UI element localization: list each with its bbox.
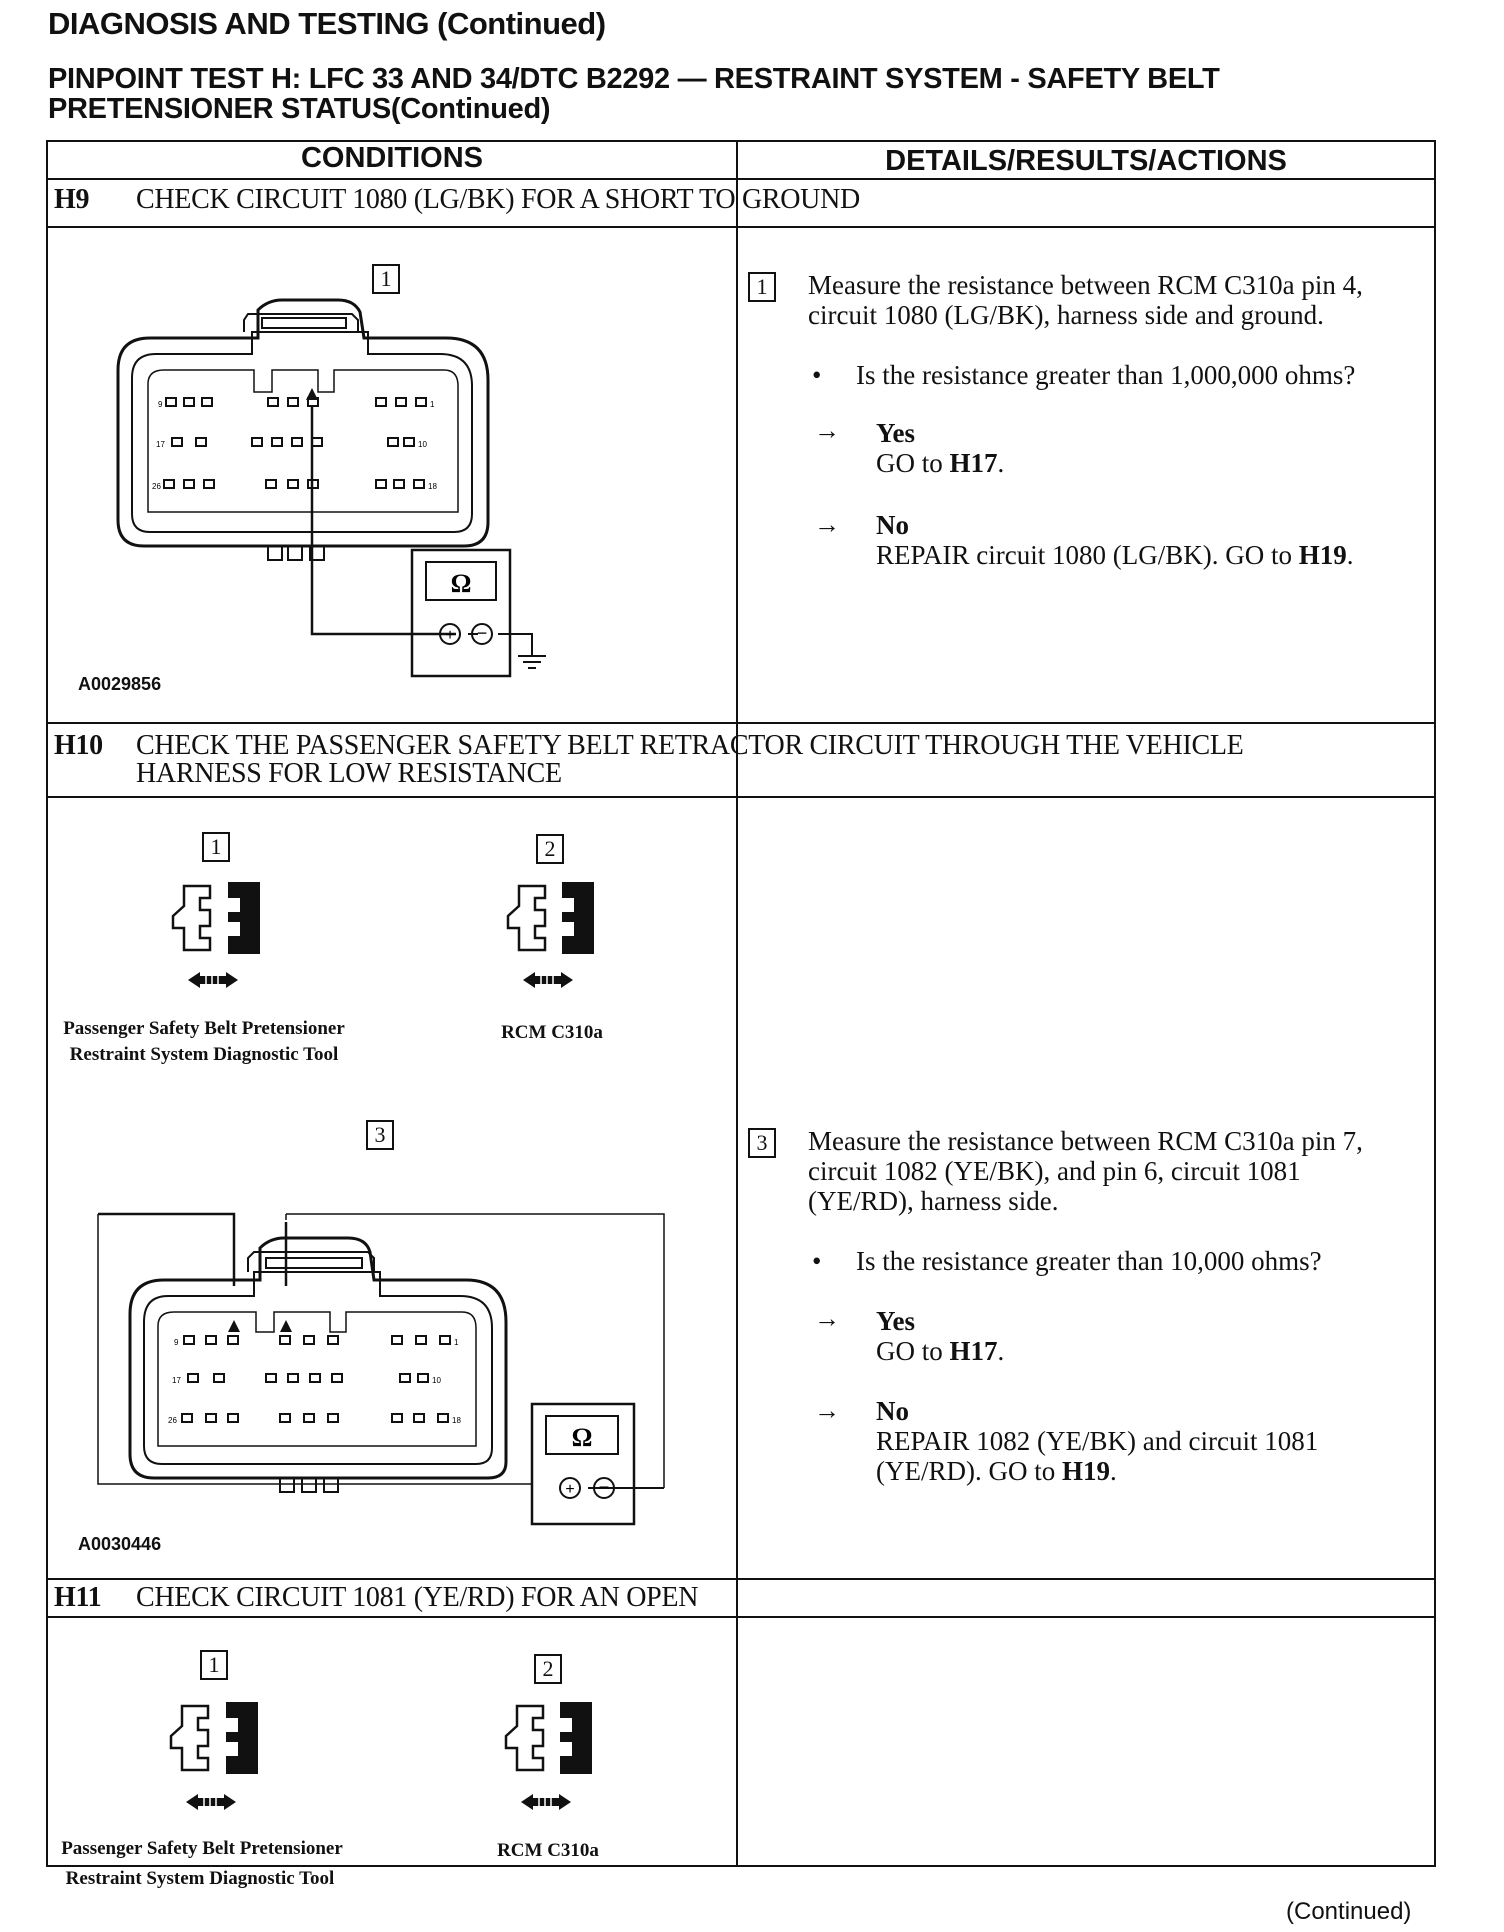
yes-target-step: H17 bbox=[949, 448, 998, 478]
caption-h11-tool: Passenger Safety Belt Pretensioner bbox=[61, 1838, 343, 1859]
connector-disconnect-diagrams-h10 bbox=[171, 882, 594, 988]
svg-text:+: + bbox=[445, 627, 454, 644]
step-id-h9: H9 bbox=[54, 184, 90, 215]
pin-label: 9 bbox=[174, 1338, 179, 1347]
svg-text:−: − bbox=[477, 623, 488, 643]
yes-response-h10: Yes GO to H17. bbox=[876, 1306, 1005, 1366]
step-box-h11-1: 1 bbox=[200, 1650, 228, 1680]
arrow-right-icon: → bbox=[814, 510, 840, 539]
arrow-right-icon: → bbox=[814, 1396, 840, 1425]
column-divider bbox=[736, 142, 738, 1865]
row-divider bbox=[48, 796, 1434, 798]
svg-text:−: − bbox=[599, 1477, 610, 1497]
pinpoint-test-title-line2: PRETENSIONER STATUS(Continued) bbox=[48, 93, 551, 125]
no-action-text: REPAIR 1082 (YE/BK) and circuit 1081 bbox=[876, 1426, 1319, 1456]
meter-omega-label-h9: Ω bbox=[451, 569, 472, 598]
pin-label: 18 bbox=[428, 482, 437, 491]
caption-h10-tool: Passenger Safety Belt Pretensioner Restr… bbox=[63, 1018, 345, 1065]
step-box-h10-2: 2 bbox=[536, 834, 564, 864]
yes-label: Yes bbox=[876, 1306, 915, 1336]
bullet-icon: • bbox=[812, 360, 822, 390]
no-label: No bbox=[876, 1396, 909, 1426]
yes-action-text: GO to bbox=[876, 1336, 950, 1366]
pin-label: 10 bbox=[418, 440, 427, 449]
row-divider bbox=[48, 722, 1434, 724]
question-h10: Is the resistance greater than 10,000 oh… bbox=[856, 1246, 1322, 1276]
no-action-text: REPAIR circuit 1080 (LG/BK). GO to bbox=[876, 540, 1299, 570]
row-divider bbox=[48, 1578, 1434, 1580]
no-target-step: H19 bbox=[1061, 1456, 1110, 1486]
row-divider bbox=[48, 226, 1434, 228]
no-target-step: H19 bbox=[1298, 540, 1347, 570]
step-id-h11: H11 bbox=[54, 1582, 102, 1613]
step-title-h9: CHECK CIRCUIT 1080 (LG/BK) FOR A SHORT T… bbox=[136, 184, 860, 215]
figure-id-h10: A0030446 bbox=[78, 1534, 162, 1554]
pin-label: 18 bbox=[452, 1416, 461, 1425]
pin-label: 1 bbox=[454, 1338, 459, 1347]
caption-h10-rcm: RCM C310a bbox=[501, 1022, 603, 1043]
yes-action-text: GO to bbox=[876, 448, 950, 478]
page-title: DIAGNOSIS AND TESTING (Continued) bbox=[48, 6, 606, 41]
no-label: No bbox=[876, 510, 909, 540]
no-action-text: (YE/RD). GO to bbox=[876, 1456, 1062, 1486]
instruction-h9: Measure the resistance between RCM C310a… bbox=[808, 270, 1363, 330]
instruction-h10: Measure the resistance between RCM C310a… bbox=[808, 1126, 1363, 1216]
pin-label: 9 bbox=[158, 400, 163, 409]
yes-response-h9: Yes GO to H17. bbox=[876, 418, 1005, 478]
svg-text:+: + bbox=[565, 1481, 574, 1498]
continued-footer: (Continued) bbox=[1286, 1898, 1412, 1925]
figure-id-h9: A0029856 bbox=[78, 674, 162, 694]
pin-label: 10 bbox=[432, 1376, 441, 1385]
step-id-h10: H10 bbox=[54, 730, 103, 761]
caption-h11-rcm: RCM C310a bbox=[497, 1840, 599, 1861]
no-response-h9: No REPAIR circuit 1080 (LG/BK). GO to H1… bbox=[876, 510, 1354, 570]
step-box-h10-details-3: 3 bbox=[748, 1128, 776, 1158]
bullet-icon: • bbox=[812, 1246, 822, 1276]
no-response-h10: No REPAIR 1082 (YE/BK) and circuit 1081 … bbox=[876, 1396, 1319, 1486]
step-box-h9-1: 1 bbox=[372, 264, 400, 294]
step-box-h9-details-1: 1 bbox=[748, 272, 776, 302]
question-h9: Is the resistance greater than 1,000,000… bbox=[856, 360, 1356, 390]
details-column-header: DETAILS/RESULTS/ACTIONS bbox=[885, 145, 1287, 177]
step-header-h9: H9 CHECK CIRCUIT 1080 (LG/BK) FOR A SHORT… bbox=[54, 186, 860, 214]
step-title-h10-line2: HARNESS FOR LOW RESISTANCE bbox=[136, 758, 562, 789]
yes-target-step: H17 bbox=[949, 1336, 998, 1366]
arrow-right-icon: → bbox=[814, 1304, 840, 1333]
yes-label: Yes bbox=[876, 418, 915, 448]
step-box-h10-3: 3 bbox=[366, 1120, 394, 1150]
row-divider bbox=[48, 1616, 1434, 1618]
step-header-h11: H11 CHECK CIRCUIT 1081 (YE/RD) FOR AN OPE… bbox=[54, 1584, 698, 1612]
connector-disconnect-diagrams-h11 bbox=[169, 1702, 592, 1810]
caption-h11-tool-line2: Restraint System Diagnostic Tool bbox=[65, 1868, 335, 1889]
pinpoint-test-title: PINPOINT TEST H: LFC 33 AND 34/DTC B2292… bbox=[48, 64, 1220, 124]
pinpoint-test-title-line1: PINPOINT TEST H: LFC 33 AND 34/DTC B2292… bbox=[48, 63, 1220, 95]
step-header-h10: H10 CHECK THE PASSENGER SAFETY BELT RETRA… bbox=[54, 730, 1244, 789]
row-divider bbox=[48, 178, 1434, 180]
step-box-h11-2: 2 bbox=[534, 1654, 562, 1684]
step-title-h11: CHECK CIRCUIT 1081 (YE/RD) FOR AN OPEN bbox=[136, 1582, 699, 1613]
connector-diagram-h10: + − Ω 9 1 17 10 26 18 bbox=[97, 1212, 665, 1526]
conditions-column-header: CONDITIONS bbox=[300, 142, 484, 174]
arrow-right-icon: → bbox=[814, 416, 840, 445]
pin-label: 26 bbox=[152, 482, 161, 491]
pin-label: 26 bbox=[168, 1416, 177, 1425]
pin-label: 17 bbox=[156, 440, 165, 449]
meter-omega-label-h10: Ω bbox=[572, 1423, 593, 1452]
step-box-h10-1: 1 bbox=[202, 832, 230, 862]
connector-diagram-h9: + − Ω 9 1 17 10 26 18 bbox=[116, 298, 546, 678]
step-title-h10-line1: CHECK THE PASSENGER SAFETY BELT RETRACTO… bbox=[136, 730, 1244, 761]
pin-label: 17 bbox=[172, 1376, 181, 1385]
pin-label: 1 bbox=[430, 400, 435, 409]
